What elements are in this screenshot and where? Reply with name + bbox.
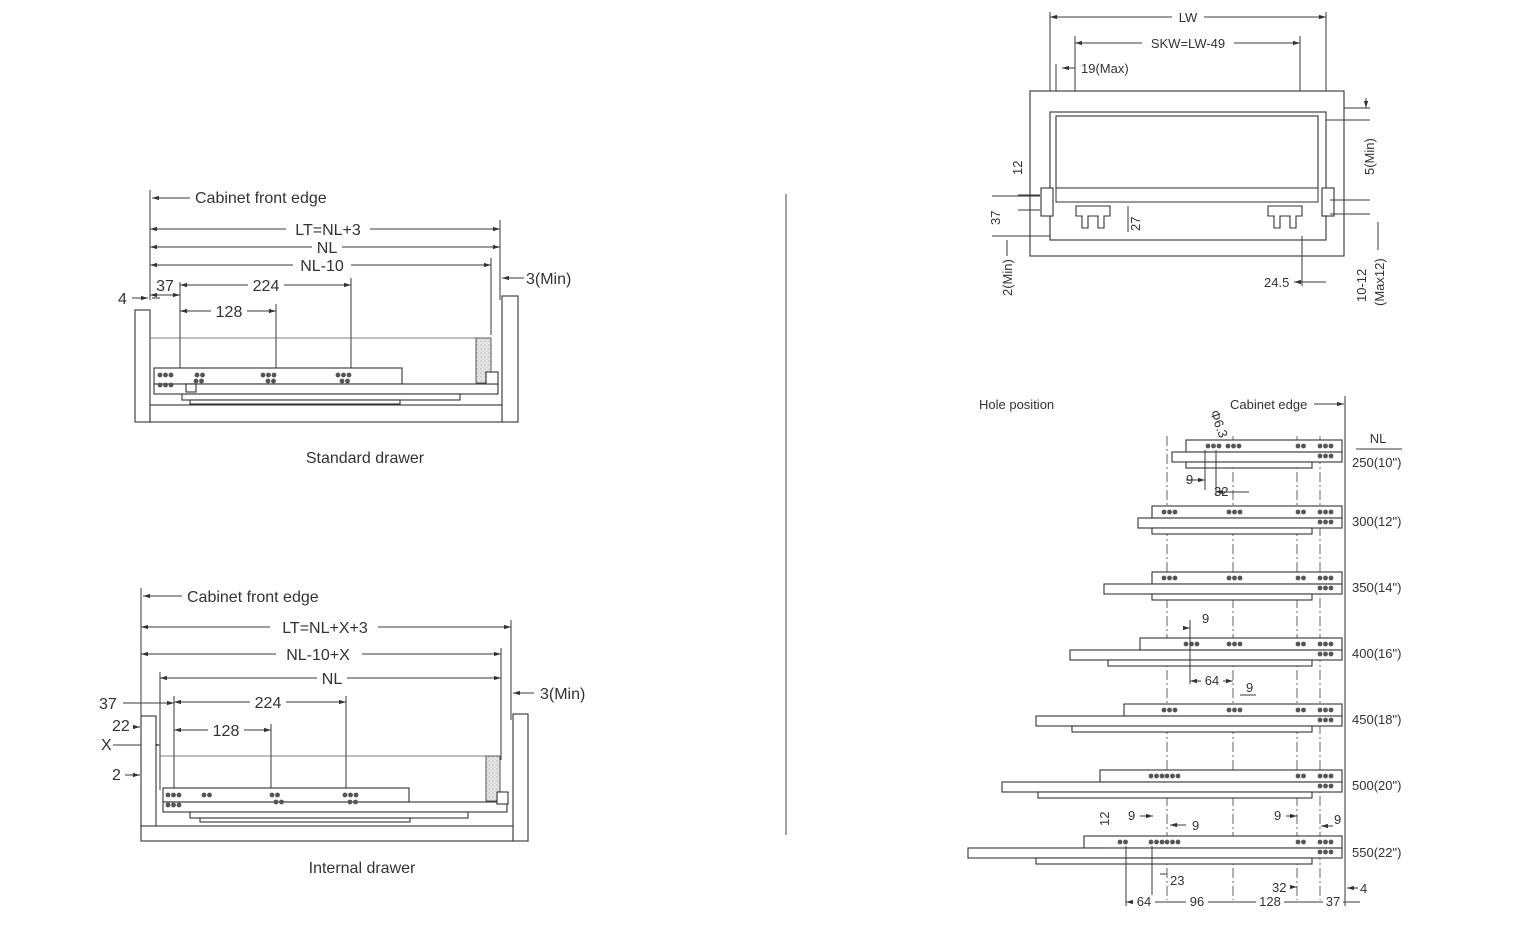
- section-max12-label: (Max12): [1372, 258, 1387, 306]
- standard-nl-label: NL: [317, 240, 338, 257]
- internal-128-label: 128: [213, 723, 240, 740]
- row4-9-label: 9: [1202, 611, 1209, 626]
- internal-2-label: 2: [112, 767, 121, 784]
- section-lw-label: LW: [1179, 10, 1198, 25]
- bottom-37-label: 37: [1326, 894, 1340, 909]
- row7-9c-label: 9: [1274, 808, 1281, 823]
- row7-12-label: 12: [1097, 812, 1112, 826]
- row7-23-label: 23: [1170, 873, 1184, 888]
- phi-label: Φ6.3: [1207, 408, 1231, 440]
- size-500: 500(20"): [1352, 778, 1401, 793]
- section-1012-label: 10-12: [1354, 269, 1369, 302]
- slide-500: [1001, 769, 1343, 799]
- section-12-label: 12: [1010, 161, 1025, 175]
- size-250: 250(10"): [1352, 455, 1401, 470]
- row4-64-label: 64: [1205, 673, 1219, 688]
- row7-9b-label: 9: [1192, 818, 1199, 833]
- internal-drawer-view: Cabinet front edge LT=NL+X+3 NL-10+X NL …: [99, 588, 585, 877]
- section-2min-label: 2(Min): [1000, 259, 1015, 296]
- section-37-label: 37: [988, 211, 1003, 225]
- internal-nl-label: NL: [322, 671, 343, 688]
- internal-37-label: 37: [99, 696, 117, 713]
- section-skw-label: SKW=LW-49: [1151, 36, 1225, 51]
- size-550: 550(22"): [1352, 845, 1401, 860]
- internal-22-label: 22: [112, 718, 130, 735]
- standard-front-edge-label: Cabinet front edge: [195, 190, 327, 207]
- row7-32-label: 32: [1272, 880, 1286, 895]
- hole-position-view: Hole position Cabinet edge Φ6.3 NL 250(1…: [967, 396, 1402, 909]
- section-view: LW SKW=LW-49 19(Max) 5(Min) 12 37 27 2(M…: [988, 9, 1387, 306]
- slide-400: [1069, 637, 1343, 667]
- standard-4-label: 4: [118, 291, 127, 308]
- size-300: 300(12"): [1352, 514, 1401, 529]
- row1-32-label: 32: [1214, 484, 1228, 499]
- bottom-64-label: 64: [1137, 894, 1151, 909]
- section-19max-label: 19(Max): [1081, 61, 1129, 76]
- size-350: 350(14"): [1352, 580, 1401, 595]
- bottom-96-label: 96: [1190, 894, 1204, 909]
- slide-250: [1171, 439, 1343, 469]
- row1-9-label: 9: [1186, 472, 1193, 487]
- standard-lt-label: LT=NL+3: [295, 222, 361, 239]
- row7-9a-label: 9: [1128, 808, 1135, 823]
- internal-drawer-caption: Internal drawer: [309, 860, 416, 877]
- row4-9b-label: 9: [1246, 680, 1253, 695]
- internal-x-label: X: [101, 737, 112, 754]
- slide-450: [1035, 703, 1343, 733]
- section-245-label: 24.5: [1264, 275, 1289, 290]
- standard-min3-label: 3(Min): [526, 271, 571, 288]
- nl-header: NL: [1370, 431, 1387, 446]
- size-400: 400(16"): [1352, 646, 1401, 661]
- standard-224-label: 224: [253, 278, 280, 295]
- internal-224-label: 224: [255, 695, 282, 712]
- slide-550: [967, 835, 1343, 865]
- standard-drawer-caption: Standard drawer: [306, 450, 425, 467]
- internal-min3-label: 3(Min): [540, 686, 585, 703]
- cabinet-edge-label: Cabinet edge: [1230, 397, 1307, 412]
- standard-drawer-view: Cabinet front edge LT=NL+3 NL NL-10 37 2…: [118, 190, 571, 467]
- standard-128-label: 128: [216, 304, 243, 321]
- standard-37-label: 37: [156, 278, 174, 295]
- size-450: 450(18"): [1352, 712, 1401, 727]
- row7-4-label: 4: [1360, 881, 1367, 896]
- slide-300: [1137, 505, 1343, 535]
- internal-lt-label: LT=NL+X+3: [282, 620, 368, 637]
- hole-position-title: Hole position: [979, 397, 1054, 412]
- bottom-128-label: 128: [1259, 894, 1281, 909]
- standard-nl10-label: NL-10: [300, 258, 344, 275]
- section-27-label: 27: [1128, 217, 1143, 231]
- internal-front-edge-label: Cabinet front edge: [187, 589, 319, 606]
- section-5min-label: 5(Min): [1362, 138, 1377, 175]
- internal-nl10x-label: NL-10+X: [286, 647, 350, 664]
- row7-9d-label: 9: [1334, 812, 1341, 827]
- slide-350: [1103, 571, 1343, 601]
